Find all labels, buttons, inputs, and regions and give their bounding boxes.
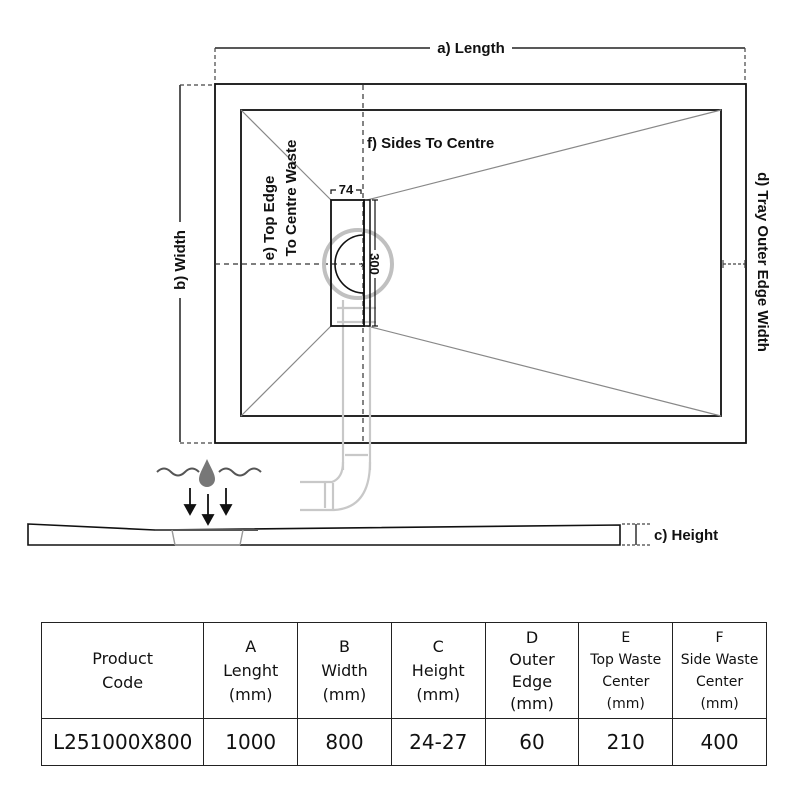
header-line: E — [621, 629, 631, 646]
sides-to-centre-label: f) Sides To Centre — [367, 135, 494, 152]
header-a-length: A Lenght (mm) — [203, 622, 299, 719]
header-line: Center — [602, 673, 650, 690]
length-dimension: a) Length — [214, 40, 746, 84]
header-d-outer-edge: D Outer Edge (mm) — [484, 622, 580, 719]
header-product-code: Product Code — [40, 622, 205, 719]
width-label: b) Width — [172, 230, 189, 290]
waste-channel: × 74 300 — [322, 182, 394, 327]
tray-inner-basin — [240, 109, 722, 417]
cell-side-waste: 400 — [672, 718, 767, 766]
header-line: Center — [696, 673, 744, 690]
header-line: Code — [102, 672, 144, 692]
header-line: (mm) — [228, 684, 273, 704]
outer-edge-label: d) Tray Outer Edge Width — [754, 172, 771, 352]
header-line: F — [715, 629, 724, 646]
header-line: D — [525, 627, 539, 647]
header-f-side-waste: F Side Waste Center (mm) — [672, 622, 767, 719]
header-line: B — [338, 636, 350, 656]
header-line: Width — [321, 660, 368, 680]
header-line: Edge — [511, 671, 553, 691]
waste-length-label: 300 — [367, 253, 382, 275]
water-icons — [156, 459, 262, 526]
cell-outer-edge: 60 — [484, 718, 580, 766]
height-label: c) Height — [654, 527, 718, 544]
wave-icon — [156, 467, 200, 477]
down-arrow-icon — [183, 488, 233, 526]
waste-width-label: 74 — [339, 182, 354, 197]
header-line: Height — [411, 660, 465, 680]
water-drop-icon — [199, 459, 215, 487]
top-edge-label-line2: To Centre Waste — [283, 140, 300, 257]
cell-product-code: L251000X800 — [40, 718, 205, 766]
header-line: C — [432, 636, 444, 656]
table-row: L251000X800 1000 800 24-27 60 210 400 — [40, 718, 767, 766]
tray-side-profile — [27, 523, 621, 546]
width-dimension: b) Width — [172, 84, 215, 444]
shower-tray-diagram: a) Length b) Width × 74 — [27, 40, 771, 546]
header-line: (mm) — [606, 695, 645, 712]
cell-top-waste: 210 — [578, 718, 674, 766]
header-line: (mm) — [416, 684, 461, 704]
header-line: Side Waste — [680, 651, 759, 668]
header-line: Lenght — [223, 660, 279, 680]
table-header-row: Product Code A Lenght (mm) B Width (mm) … — [40, 622, 767, 719]
header-line: Product — [92, 648, 154, 668]
header-e-top-waste: E Top Waste Center (mm) — [578, 622, 674, 719]
header-line: (mm) — [322, 684, 367, 704]
header-line: Outer — [509, 649, 555, 669]
header-line: A — [245, 636, 257, 656]
header-line: (mm) — [510, 693, 554, 713]
header-line: (mm) — [700, 695, 739, 712]
cell-width: 800 — [297, 718, 392, 766]
specification-table: Product Code A Lenght (mm) B Width (mm) … — [40, 622, 767, 766]
height-dimension: c) Height — [622, 523, 718, 546]
header-c-height: C Height (mm) — [390, 622, 486, 719]
waste-pipe — [300, 300, 376, 512]
wave-icon — [218, 467, 262, 477]
fall-lines — [240, 109, 722, 417]
length-label: a) Length — [437, 40, 505, 57]
top-edge-label-line1: e) Top Edge — [261, 176, 278, 261]
cell-height: 24-27 — [390, 718, 486, 766]
header-b-width: B Width (mm) — [297, 622, 392, 719]
outer-edge-dimension: d) Tray Outer Edge Width — [722, 172, 771, 352]
cell-length: 1000 — [203, 718, 299, 766]
svg-text:×: × — [360, 260, 365, 270]
header-line: Top Waste — [590, 651, 662, 668]
